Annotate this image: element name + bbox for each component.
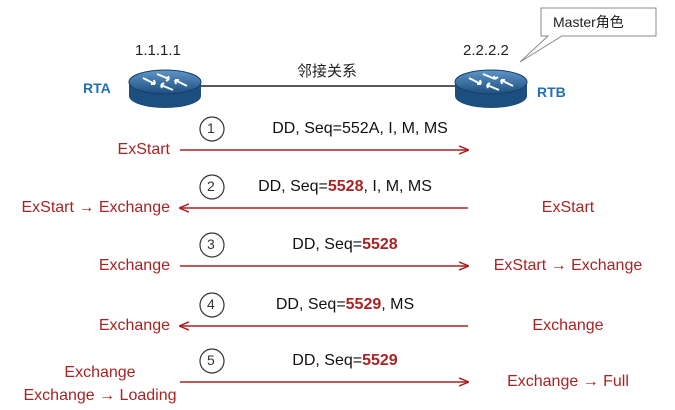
step-4-packet-part-1: 5529 [345, 296, 382, 313]
step-4-packet-part-2: , MS [381, 296, 415, 313]
rtb-name-label: RTB [537, 84, 566, 100]
step-3-packet-label: DD, Seq=5528 [292, 236, 397, 254]
step-5-rtb-state: Exchange → Full [507, 373, 629, 390]
step-2-rtb-state: ExStart [541, 199, 595, 216]
step-3-rtb-state: ExStart → Exchange [493, 257, 643, 274]
step-5-packet-label: DD, Seq=5529 [292, 352, 397, 370]
step-1-packet-part-0: DD, Seq=552A, I, M, MS [272, 120, 448, 137]
step-2-packet-part-2: , I, M, MS [363, 178, 432, 195]
step-2-packet-label: DD, Seq=5528, I, M, MS [258, 178, 432, 196]
step-5-number: 5 [207, 352, 215, 368]
step-2-packet-part-1: 5528 [327, 178, 364, 195]
step-1-circle [199, 116, 225, 142]
step-1-rta-state: ExStart [117, 141, 170, 158]
step-5-packet-part-0: DD, Seq= [292, 352, 363, 369]
rta-name-label: RTA [83, 80, 111, 96]
step-4-rtb-state: Exchange [532, 317, 604, 334]
step-3-packet-part-0: DD, Seq= [292, 236, 363, 253]
step-3-rta-state: Exchange [98, 257, 170, 274]
step-3-number: 3 [207, 236, 215, 252]
rtb-ip-label: 2.2.2.2 [463, 42, 509, 59]
rta-ip-label: 1.1.1.1 [135, 42, 181, 59]
step-4-rta-state: Exchange [98, 317, 170, 334]
step-2-number: 2 [207, 178, 215, 194]
adjacency-label: 邻接关系 [297, 63, 358, 80]
step-3-circle [199, 232, 225, 258]
router-rta-icon [128, 69, 202, 108]
step-2-circle [199, 174, 225, 200]
step-2-packet-part-0: DD, Seq= [258, 178, 328, 195]
step-4-circle [199, 292, 225, 318]
master-callout-bubble [519, 7, 657, 63]
step-5-rta-state-1: Exchange → Loading [23, 387, 177, 404]
step-4-packet-part-0: DD, Seq= [275, 296, 346, 313]
step-2-rta-state: ExStart → Exchange [21, 199, 170, 216]
step-4-number: 4 [207, 296, 215, 312]
step-5-packet-part-1: 5529 [362, 352, 398, 369]
router-rtb-icon [454, 69, 528, 108]
step-5-circle [199, 348, 225, 374]
step-1-packet-label: DD, Seq=552A, I, M, MS [272, 120, 448, 138]
master-role-callout: Master角色 [553, 14, 624, 30]
step-5-rta-state: Exchange [64, 364, 136, 381]
step-3-packet-part-1: 5528 [362, 236, 398, 253]
step-4-packet-label: DD, Seq=5529, MS [276, 296, 414, 314]
step-1-number: 1 [207, 120, 215, 136]
